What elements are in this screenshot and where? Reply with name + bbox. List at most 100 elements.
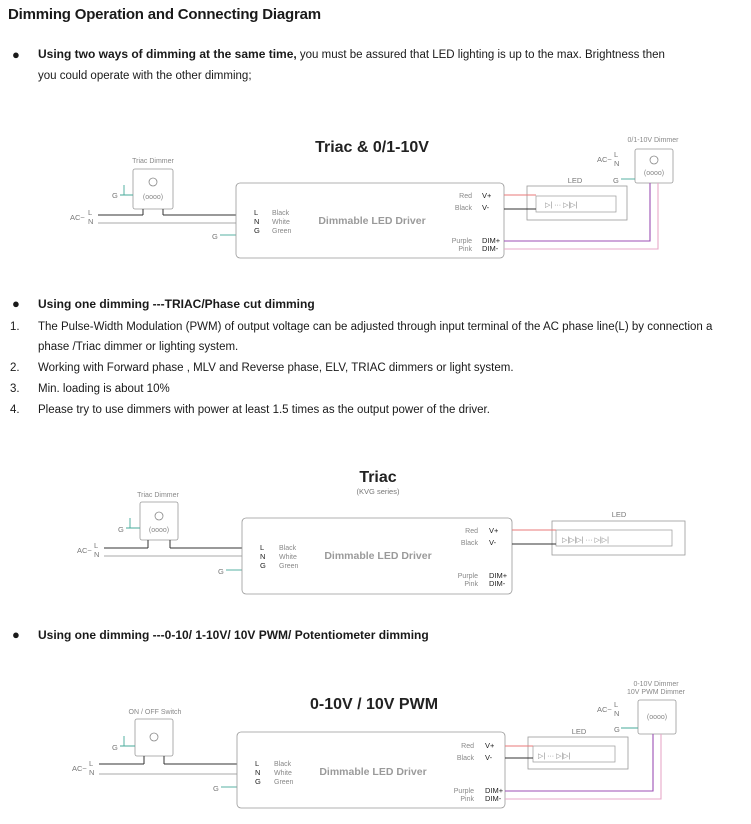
svg-text:DIM+: DIM+ xyxy=(482,236,501,245)
power-icon xyxy=(149,732,159,742)
svg-text:N: N xyxy=(614,159,619,168)
list-item: Working with Forward phase , MLV and Rev… xyxy=(38,362,514,374)
svg-text:G: G xyxy=(614,725,620,734)
svg-text:Black: Black xyxy=(461,540,479,547)
svg-text:Triac Dimmer: Triac Dimmer xyxy=(137,492,179,499)
svg-text:Green: Green xyxy=(272,228,292,235)
svg-text:White: White xyxy=(274,770,292,777)
led-module xyxy=(526,185,628,221)
svg-text:(oooo): (oooo) xyxy=(644,170,664,177)
svg-text:Black: Black xyxy=(274,761,292,768)
diagram-0-10v-pwm: 0-10V / 10V PWM ON / OFF Switch G AC~ L … xyxy=(72,681,686,809)
svg-text:G: G xyxy=(255,777,261,786)
list-item: The Pulse-Width Modulation (PWM) of outp… xyxy=(38,321,713,353)
svg-text:Red: Red xyxy=(465,528,478,535)
triac-dimmer xyxy=(139,501,179,541)
svg-text:G: G xyxy=(118,525,124,534)
svg-text:G: G xyxy=(213,784,219,793)
triac-dimmer xyxy=(132,168,174,210)
svg-text:V-: V- xyxy=(482,203,490,212)
svg-text:V+: V+ xyxy=(489,526,499,535)
svg-text:DIM-: DIM- xyxy=(485,794,502,803)
svg-text:AC~: AC~ xyxy=(72,764,87,773)
svg-text:DIM-: DIM- xyxy=(489,579,506,588)
svg-text:Dimmable LED Driver: Dimmable LED Driver xyxy=(319,766,426,778)
svg-text:Red: Red xyxy=(461,743,474,750)
section1-text2: you could operate with the other dimming… xyxy=(38,70,252,82)
list-item: Min. loading is about 10% xyxy=(38,383,170,395)
svg-text:AC~: AC~ xyxy=(597,155,612,164)
led-driver-box xyxy=(235,182,505,259)
g-label: G xyxy=(112,191,118,200)
page-title: Dimming Operation and Connecting Diagram xyxy=(8,6,321,23)
diagram-triac-0-10v: Triac & 0/1-10V Triac Dimmer (oooo) G AC… xyxy=(70,137,680,259)
svg-text:Black: Black xyxy=(272,210,290,217)
led-driver-box xyxy=(236,731,506,809)
svg-text:N: N xyxy=(254,217,259,226)
l-label: L xyxy=(88,208,92,217)
svg-text:Black: Black xyxy=(455,205,473,212)
diagram1-left-device-label: Triac Dimmer xyxy=(132,158,174,165)
n-label: N xyxy=(88,217,93,226)
bullet-dot: ● xyxy=(12,296,20,311)
svg-text:Pink: Pink xyxy=(458,246,472,253)
svg-text:V-: V- xyxy=(489,538,497,547)
svg-text:G: G xyxy=(260,561,266,570)
svg-text:L: L xyxy=(255,759,259,768)
driver-name: Dimmable LED Driver xyxy=(318,215,425,227)
svg-text:L: L xyxy=(89,759,93,768)
svg-text:N: N xyxy=(94,550,99,559)
svg-text:Black: Black xyxy=(457,755,475,762)
svg-text:Purple: Purple xyxy=(458,573,478,580)
bullet-dot: ● xyxy=(12,627,20,642)
led-module xyxy=(551,520,686,556)
svg-text:G: G xyxy=(218,567,224,576)
svg-text:Black: Black xyxy=(279,545,297,552)
section2-heading: Using one dimming ---TRIAC/Phase cut dim… xyxy=(38,297,315,311)
svg-text:L: L xyxy=(260,543,264,552)
svg-text:G: G xyxy=(613,176,619,185)
svg-text:Pink: Pink xyxy=(460,796,474,803)
dimmer-0-10v xyxy=(634,148,674,184)
svg-text:G: G xyxy=(212,232,218,241)
svg-text:V+: V+ xyxy=(485,741,495,750)
svg-text:N: N xyxy=(89,768,94,777)
svg-text:G: G xyxy=(112,743,118,752)
svg-text:V-: V- xyxy=(485,753,493,762)
diagram1-right-device-label: 0/1-10V Dimmer xyxy=(628,137,680,144)
svg-text:Red: Red xyxy=(459,193,472,200)
svg-text:AC~: AC~ xyxy=(597,705,612,714)
diagram1-led-label: LED xyxy=(568,176,583,185)
list-item: Please try to use dimmers with power at … xyxy=(38,404,490,416)
svg-text:Purple: Purple xyxy=(454,788,474,795)
on-off-switch xyxy=(134,718,174,757)
svg-text:L: L xyxy=(614,700,618,709)
svg-text:DIM+: DIM+ xyxy=(489,571,508,580)
dimmer-0-10v-pwm xyxy=(637,699,677,735)
svg-text:Green: Green xyxy=(279,563,299,570)
svg-text:G: G xyxy=(254,226,260,235)
diagram2-subtitle: (KVG series) xyxy=(357,487,400,496)
section3-heading: Using one dimming ---0-10/ 1-10V/ 10V PW… xyxy=(38,628,429,642)
led-driver-box xyxy=(241,517,513,595)
led-diode-icons: ▷|▷|▷| ··· ▷|▷| xyxy=(562,537,609,544)
svg-text:L: L xyxy=(94,541,98,550)
svg-text:White: White xyxy=(279,554,297,561)
led-module xyxy=(527,736,629,770)
knob-dots: (oooo) xyxy=(143,194,163,201)
svg-text:DIM-: DIM- xyxy=(482,244,499,253)
svg-text:10V PWM Dimmer: 10V PWM Dimmer xyxy=(627,689,686,696)
svg-text:Dimmable LED Driver: Dimmable LED Driver xyxy=(324,550,431,562)
section1-bold: Using two ways of dimming at the same ti… xyxy=(38,47,297,61)
bullet-dot: ● xyxy=(12,47,20,62)
svg-text:L: L xyxy=(614,150,618,159)
ac-label: AC~ xyxy=(70,213,85,222)
section1-paragraph: Using two ways of dimming at the same ti… xyxy=(38,44,741,87)
svg-text:LED: LED xyxy=(572,727,587,736)
led-diode-icons: ▷| ··· ▷|▷| xyxy=(545,202,578,209)
svg-text:V+: V+ xyxy=(482,191,492,200)
svg-text:Green: Green xyxy=(274,779,294,786)
diagram2-title: Triac xyxy=(359,469,396,486)
led-diode-icons: ▷| ··· ▷|▷| xyxy=(538,753,571,760)
svg-text:L: L xyxy=(254,208,258,217)
